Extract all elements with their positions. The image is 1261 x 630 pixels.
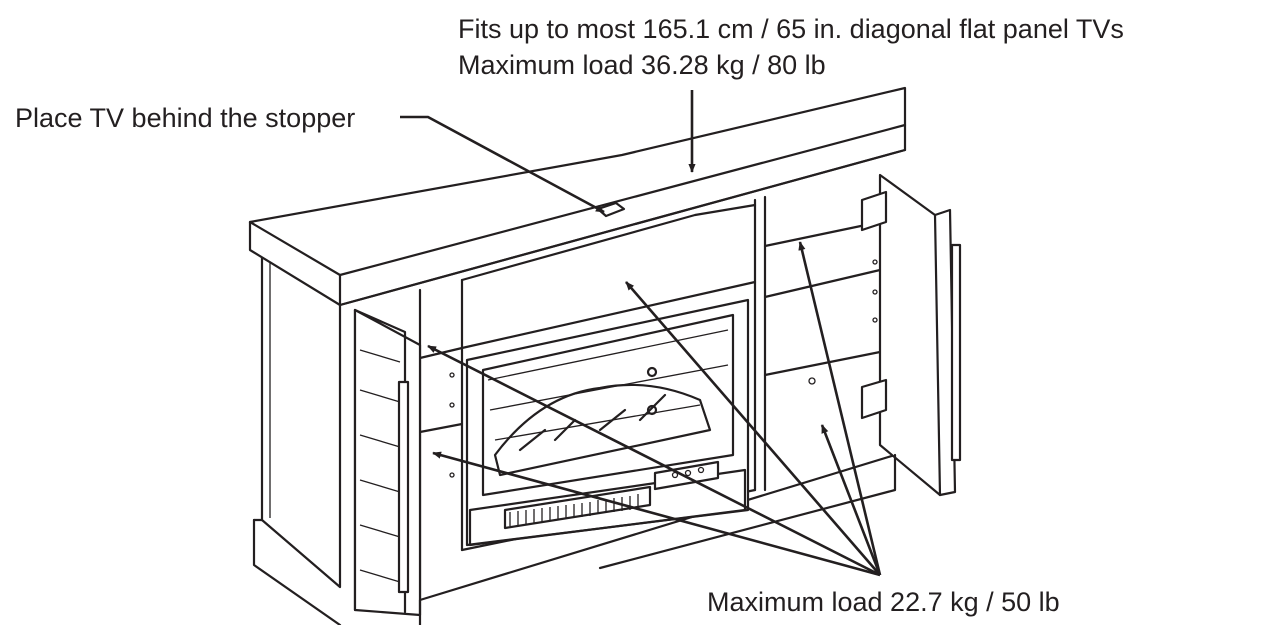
left-door: [353, 308, 455, 617]
arrow-shelf-left-lower: [432, 451, 881, 577]
arrow-shelf-left-upper: [427, 344, 881, 577]
cabinet-left-side: [252, 248, 342, 627]
label-stopper: Place TV behind the stopper: [15, 103, 356, 133]
arrow-shelf-center: [625, 281, 881, 576]
arrow-shelf-right-upper: [798, 241, 882, 576]
cabinet-base: [418, 453, 897, 627]
tv-stopper: [596, 201, 626, 218]
label-shelf-load: Maximum load 22.7 kg / 50 lb: [707, 587, 1060, 617]
label-top-load: Maximum load 36.28 kg / 80 lb: [458, 50, 826, 80]
callout-arrows: [400, 90, 882, 577]
arrow-shelf-right-lower: [820, 424, 882, 576]
label-tv-size: Fits up to most 165.1 cm / 65 in. diagon…: [458, 14, 1124, 44]
right-door: [808, 173, 962, 497]
arrow-stopper: [400, 115, 605, 214]
fireplace-insert: [465, 298, 750, 547]
